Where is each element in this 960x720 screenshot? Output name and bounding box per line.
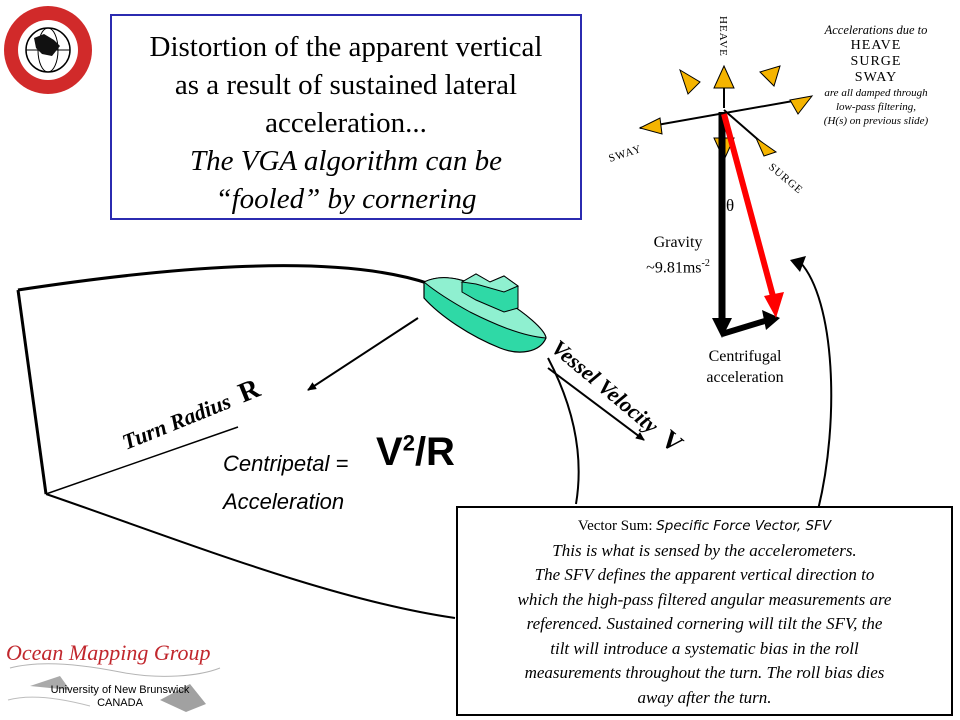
turn-path [17, 264, 431, 292]
ocean-mapping-group-title: Ocean Mapping Group [6, 640, 211, 665]
sector-left-edge [16, 289, 48, 495]
title-line-2: as a result of sustained lateral [174, 69, 518, 101]
theta-label: θ [726, 196, 735, 215]
title-line-3: acceleration... [265, 107, 427, 139]
gravity-exponent: -2 [701, 258, 710, 269]
formula-r: /R [414, 430, 455, 474]
ship [423, 273, 547, 353]
velocity-arrow [547, 367, 645, 441]
vector-sum-line-3: which the high-pass filtered angular mea… [517, 589, 892, 609]
note-heave: HEAVE [850, 38, 902, 53]
axis-arrow-right [789, 95, 814, 115]
vector-sum-label: Vector Sum: [577, 518, 653, 534]
axis-label-heave: HEAVE [717, 16, 729, 57]
ship-axes [638, 64, 814, 162]
vessel-velocity-text: Vessel Velocity [547, 335, 664, 439]
centripetal-formula: V2/R [376, 430, 455, 475]
acceleration-note: Accelerations due to HEAVE SURGE SWAY ar… [796, 22, 956, 128]
centrifugal-vector [721, 317, 769, 337]
turn-radius-symbol: R [234, 373, 265, 410]
university-country: CANADA [97, 697, 143, 709]
axis-label-sway: SWAY [607, 143, 643, 165]
note-line-2: are all damped through [824, 87, 928, 99]
surge-arrow [754, 136, 778, 157]
note-line-3: low-pass filtering, [835, 101, 917, 113]
centripetal-word: Centripetal = [223, 451, 349, 476]
vector-sum-line-2: The SFV defines the apparent vertical di… [534, 565, 875, 584]
heave-up-arrow [713, 64, 735, 89]
turn-radius-line [45, 426, 239, 495]
title-line-4: The VGA algorithm can be [190, 145, 502, 177]
acceleration-word: Acceleration [223, 489, 345, 514]
centrifugal-line-1: Centrifugal [708, 348, 782, 365]
note-surge: SURGE [850, 54, 902, 69]
centrifugal-line-2: acceleration [706, 369, 784, 386]
gravity-value-text: ~9.81ms [646, 259, 702, 277]
sway-arrow [638, 117, 663, 135]
title-box: Distortion of the apparent vertical as a… [110, 14, 582, 220]
university-name: University of New Brunswick [50, 684, 190, 696]
title-line-5: “fooled” by cornering [215, 183, 477, 215]
vessel-velocity-symbol: V [656, 424, 689, 458]
axis-arrow-upper-right [759, 65, 781, 87]
vector-sum-line-7: away after the turn. [637, 687, 772, 707]
formula-exponent: 2 [402, 430, 415, 456]
axis-arrow-upper-left [679, 68, 701, 95]
gravity-title: Gravity [653, 234, 703, 251]
omg-logo-art [7, 663, 221, 712]
sfv-vector [721, 113, 777, 301]
note-line-1: Accelerations due to [824, 23, 928, 37]
title-line-1: Distortion of the apparent vertical [149, 31, 543, 63]
vector-sum-line-5: tilt will introduce a systematic bias in… [550, 638, 859, 658]
vector-sum-line-4: referenced. Sustained cornering will til… [526, 614, 883, 633]
turn-path-lower [45, 493, 456, 619]
note-line-4: (H(s) on previous slide) [823, 115, 929, 127]
centrifugal-label: Centrifugal acceleration [680, 346, 810, 388]
vector-sum-line-6: measurements throughout the turn. The ro… [524, 663, 885, 682]
sfv-name: Specific Force Vector, SFV [656, 518, 832, 534]
sfv-callout-curve [799, 261, 833, 511]
vector-sum-box: Vector Sum: Specific Force Vector, SFV T… [456, 506, 953, 716]
vector-sum-line-1: This is what is sensed by the accelerome… [552, 540, 857, 560]
axis-label-surge: SURGE [766, 161, 805, 197]
unb-logo [4, 6, 92, 94]
gravity-value: ~9.81ms-2 [628, 253, 728, 278]
centripetal-arrow [307, 317, 419, 391]
formula-v: V [376, 430, 403, 474]
turn-radius-text: Turn Radius [119, 388, 235, 454]
note-sway: SWAY [854, 70, 898, 85]
vector-sum-header: Vector Sum: Specific Force Vector, SFV [458, 514, 951, 539]
gravity-label: Gravity ~9.81ms-2 [628, 232, 728, 278]
vessel-velocity-label: Vessel Velocity V [546, 332, 689, 458]
footer-university: University of New Brunswick CANADA [30, 684, 210, 710]
